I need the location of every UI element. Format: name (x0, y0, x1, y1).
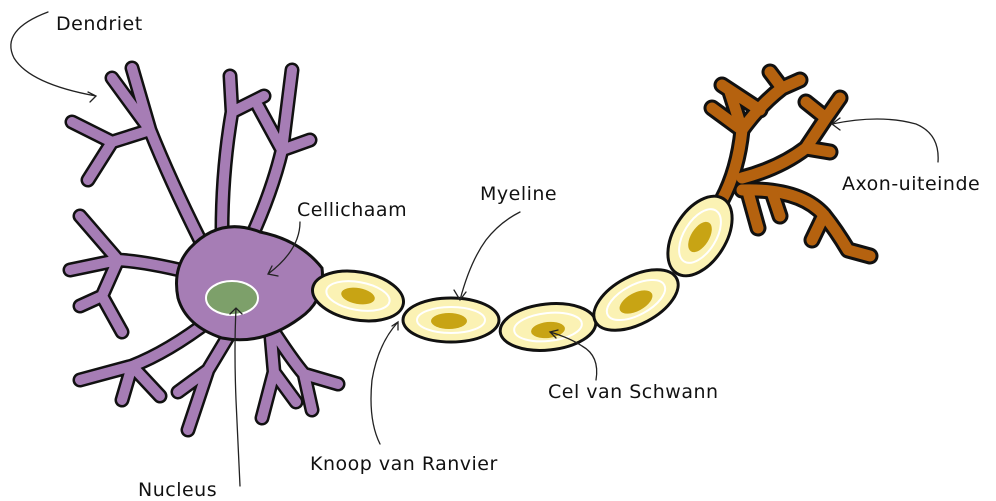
nucleus-label: Nucleus (138, 479, 217, 501)
cell-body (177, 227, 323, 340)
axon-terminal-label: Axon-uiteinde (842, 173, 980, 195)
axon-terminal-arrow (832, 118, 938, 162)
cell-body-label: Cellichaam (297, 199, 407, 221)
node-of-ranvier-arrow (371, 322, 398, 444)
schwann-cell-label: Cel van Schwann (548, 381, 719, 403)
nucleus (206, 281, 258, 315)
axon-terminal (712, 72, 870, 256)
myelin-label: Myeline (480, 183, 557, 205)
node-of-ranvier-label: Knoop van Ranvier (310, 453, 498, 475)
schwann-cell (403, 298, 499, 342)
myelin-arrow (454, 212, 520, 300)
dendrite-label: Dendriet (56, 13, 143, 35)
